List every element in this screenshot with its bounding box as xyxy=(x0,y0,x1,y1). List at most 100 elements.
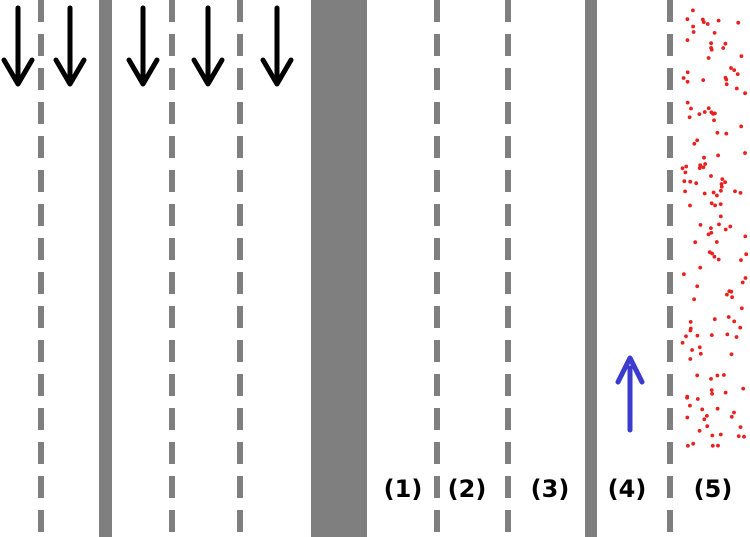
up-arrow-icon xyxy=(615,355,645,433)
red-dot xyxy=(700,407,705,412)
red-dot xyxy=(705,424,710,429)
red-dot xyxy=(691,441,696,446)
down-arrow-icon xyxy=(126,5,160,87)
red-dot xyxy=(716,153,720,158)
red-dot xyxy=(712,254,717,259)
red-dot xyxy=(685,38,690,42)
red-dot xyxy=(709,174,713,178)
red-dot xyxy=(736,434,741,438)
red-dot xyxy=(685,79,690,84)
red-dot xyxy=(743,151,747,155)
red-dot xyxy=(742,434,746,439)
red-dot xyxy=(714,240,719,244)
red-dot xyxy=(743,91,747,96)
red-dot xyxy=(729,352,734,357)
red-dot xyxy=(738,191,743,195)
red-dot xyxy=(702,191,707,196)
lane-label-5: (5) xyxy=(694,475,733,503)
red-dot xyxy=(689,106,693,111)
red-dot xyxy=(709,388,714,392)
down-arrow-icon xyxy=(191,5,225,87)
red-dot xyxy=(718,214,723,219)
red-dot xyxy=(695,284,700,289)
red-dot xyxy=(680,166,685,171)
red-dot xyxy=(723,227,728,232)
red-dot xyxy=(709,201,714,206)
red-dot xyxy=(716,18,721,23)
red-dot xyxy=(695,333,700,338)
lane-label-2: (2) xyxy=(448,475,487,503)
red-dot xyxy=(688,320,693,324)
red-dot xyxy=(701,165,706,170)
red-dot xyxy=(723,390,728,395)
red-dot xyxy=(729,66,733,70)
red-dot xyxy=(710,443,715,448)
red-dot xyxy=(702,110,707,114)
red-dot xyxy=(709,46,713,50)
red-dot xyxy=(706,232,711,237)
red-dot xyxy=(697,428,702,433)
red-dot xyxy=(695,138,700,143)
red-dot xyxy=(712,118,716,123)
red-dot xyxy=(688,326,693,331)
red-dot xyxy=(698,265,703,270)
left-carriageway-lines xyxy=(38,0,243,537)
red-dot xyxy=(739,306,744,311)
red-dot xyxy=(685,395,689,400)
red-dot xyxy=(715,406,720,411)
red-dot xyxy=(738,425,743,429)
red-dot xyxy=(732,68,737,72)
red-dot xyxy=(717,222,721,227)
red-dot xyxy=(715,193,719,198)
red-dot xyxy=(691,24,695,29)
red-dot xyxy=(698,351,703,356)
red-dot xyxy=(719,182,724,186)
red-dot xyxy=(727,289,732,294)
red-dot xyxy=(688,179,693,184)
red-dot xyxy=(685,70,690,75)
red-dot xyxy=(684,164,689,169)
down-arrow-icon xyxy=(1,5,35,87)
red-dot xyxy=(713,203,717,208)
red-dot xyxy=(702,155,706,160)
red-dot xyxy=(706,56,711,60)
red-dot xyxy=(693,240,698,245)
red-dot xyxy=(695,397,700,401)
red-dot xyxy=(684,334,688,339)
down-arrow-icon xyxy=(260,5,294,87)
red-dot xyxy=(732,319,737,324)
right-carriageway-lines xyxy=(434,0,673,537)
down-arrow-icon xyxy=(53,5,87,87)
red-dot xyxy=(710,251,714,256)
red-dot xyxy=(743,234,748,239)
red-dot xyxy=(725,292,729,297)
red-dot xyxy=(688,357,693,361)
red-dot xyxy=(711,190,716,195)
red-dot xyxy=(695,373,700,378)
red-dot xyxy=(721,46,726,50)
red-dot xyxy=(716,257,721,262)
red-dot xyxy=(685,17,690,22)
red-dot xyxy=(709,226,713,231)
red-dot xyxy=(712,317,717,322)
red-dot xyxy=(716,443,720,448)
red-dot xyxy=(692,141,697,146)
red-dot xyxy=(723,75,728,80)
red-dot xyxy=(720,177,725,182)
red-dot xyxy=(709,230,714,235)
red-dot xyxy=(743,276,748,280)
red-dot xyxy=(697,345,702,350)
red-dot xyxy=(719,184,724,189)
red-dot xyxy=(701,20,706,24)
red-dot xyxy=(709,41,713,46)
red-dot xyxy=(698,163,703,168)
red-dot xyxy=(688,203,692,208)
red-dot xyxy=(705,414,709,418)
red-dot xyxy=(722,373,726,377)
red-dot xyxy=(739,258,743,262)
red-dot xyxy=(723,41,728,46)
red-dot xyxy=(715,130,720,135)
red-dot xyxy=(719,188,723,193)
red-dot xyxy=(734,335,739,339)
